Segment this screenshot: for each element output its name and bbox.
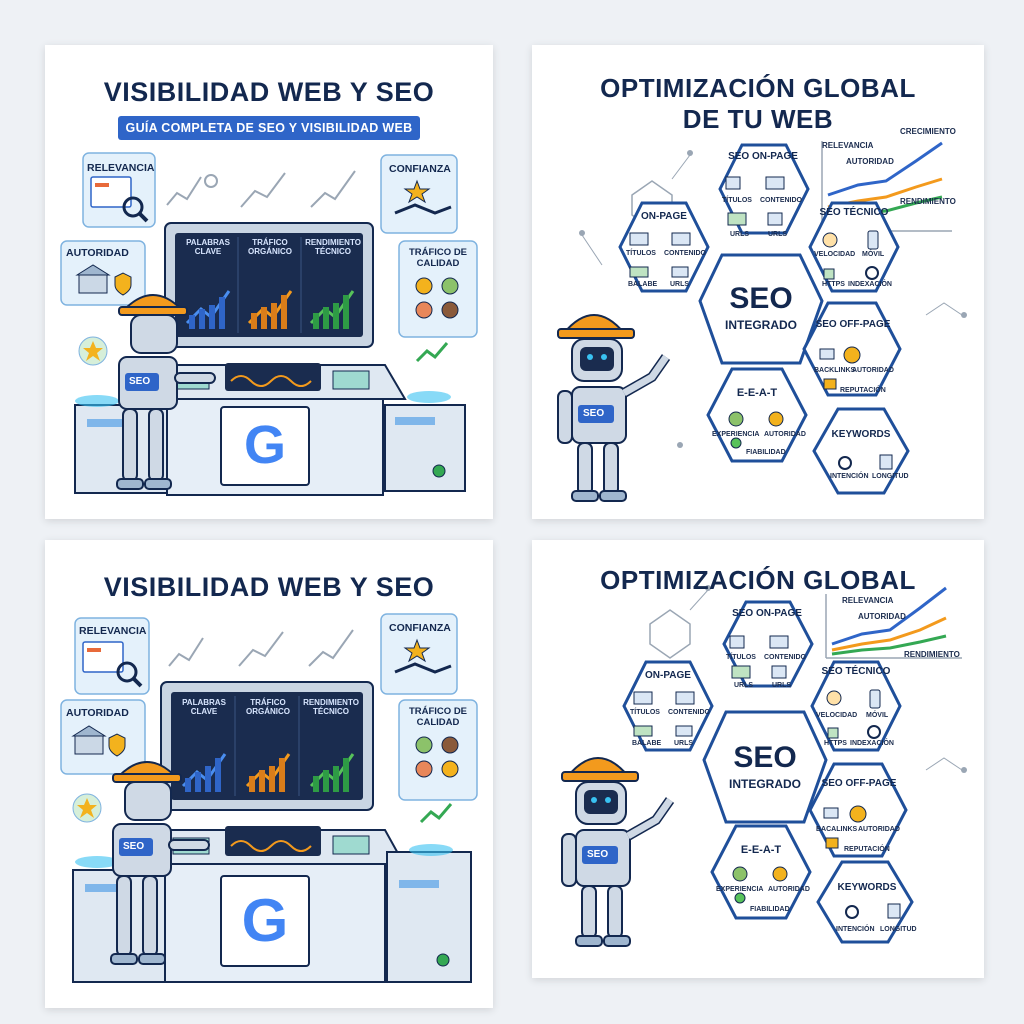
google-logo-icon: G xyxy=(241,887,289,954)
hex-keywords-title: KEYWORDS xyxy=(831,429,891,440)
chart-label-relevancia: RELEVANCIA xyxy=(842,596,894,605)
hex-center-title: SEO xyxy=(733,741,797,774)
hex-seo-onpage-title: SEO ON-PAGE xyxy=(732,608,802,619)
google-logo-icon: G xyxy=(243,415,286,475)
hex-seo-offpage-item-3: REPUTACIÓN xyxy=(844,846,890,853)
hex-seo-offpage-item-3: REPUTACIÓN xyxy=(840,387,886,394)
hex-onpage-item-3: BALABE xyxy=(628,281,658,288)
hex-seo-tecnico-item-1: VELOCIDAD xyxy=(814,251,856,258)
hex-eeat-title: E-E-A-T xyxy=(740,844,782,856)
hex-eeat-item-3: FIABILIDAD xyxy=(750,906,790,913)
chart-label-relevancia: RELEVANCIA xyxy=(822,141,874,150)
hex-eeat-item-1: EXPERIENCIA xyxy=(716,886,764,893)
panel-optimizacion-1: OPTIMIZACIÓN GLOBAL DE TU WEB CRECIMIENT… xyxy=(532,45,984,519)
label-relevancia: RELEVANCIA xyxy=(87,162,155,174)
hex-seo-onpage-item-2: CONTENIDO xyxy=(760,197,802,204)
hex-seo-onpage-item-3: URLS xyxy=(734,682,754,689)
hex-seo-tecnico-item-4: INDEXACIÓN xyxy=(850,740,894,747)
hex-keywords-title: KEYWORDS xyxy=(837,882,897,893)
hex-seo-onpage-item-1: TÍTULOS xyxy=(726,654,756,661)
robot-seo-badge: SEO xyxy=(123,841,145,852)
hex-keywords-item-2: LONGITUD xyxy=(872,473,909,480)
hex-onpage-item-2: CONTENIDO xyxy=(668,709,710,716)
illustration-hex-map xyxy=(557,141,967,502)
hex-onpage-title: ON-PAGE xyxy=(641,211,687,222)
hex-seo-onpage-item-2: CONTENIDO xyxy=(764,654,806,661)
hex-seo-offpage-item-1: BACALINKS xyxy=(816,826,858,833)
hex-onpage-title: ON-PAGE xyxy=(645,670,691,681)
hex-onpage-item-1: TÍTULOS xyxy=(626,250,656,257)
hex-center-subtitle: INTEGRADO xyxy=(729,777,801,791)
hex-eeat-item-2: AUTORIDAD xyxy=(764,431,806,438)
hex-eeat-item-3: FIABILIDAD xyxy=(746,449,786,456)
hex-keywords-item-1: INTENCIÓN xyxy=(830,473,869,480)
subtitle-banner: GUÍA COMPLETA DE SEO Y VISIBILIDAD WEB xyxy=(118,116,420,140)
screen-label-organic: TRÁFICO ORGÁNICO xyxy=(246,698,290,716)
screen-label-keywords: PALABRAS CLAVE xyxy=(182,698,226,716)
chart-label-autoridad: AUTORIDAD xyxy=(858,612,906,621)
hex-seo-onpage-item-1: TÍTULOS xyxy=(722,197,752,204)
label-relevancia: RELEVANCIA xyxy=(79,625,147,637)
illustration-hex-map xyxy=(561,585,967,947)
illustration-control-room xyxy=(60,152,478,496)
hex-seo-onpage-item-4: URLS xyxy=(768,231,788,238)
label-trafico: TRÁFICO DE CALIDAD xyxy=(408,706,468,728)
screen-label-keywords: PALABRAS CLAVE xyxy=(186,238,230,256)
hex-keywords-item-2: LONGITUD xyxy=(880,926,917,933)
hex-eeat-item-2: AUTORIDAD xyxy=(768,886,810,893)
screen-label-technical: RENDIMIENTO TÉCNICO xyxy=(303,698,359,716)
illustration-control-room xyxy=(60,613,478,983)
hex-seo-offpage-title: SEO OFF-PAGE xyxy=(815,319,891,330)
robot-seo-badge: SEO xyxy=(129,376,151,387)
hex-onpage-item-3: BALABE xyxy=(632,740,662,747)
hex-seo-tecnico-item-2: MÓVIL xyxy=(866,712,889,719)
hex-seo-offpage-item-2: AUTORIDAD xyxy=(852,367,894,374)
page-title: OPTIMIZACIÓN GLOBAL DE TU WEB xyxy=(532,73,984,135)
hex-seo-offpage-title: SEO OFF-PAGE xyxy=(821,778,897,789)
chart-label-rendimiento: RENDIMIENTO xyxy=(900,197,956,206)
hex-center-title: SEO xyxy=(729,282,793,315)
hex-center-subtitle: INTEGRADO xyxy=(725,318,797,332)
chart-label-autoridad: AUTORIDAD xyxy=(846,157,894,166)
robot-seo-badge: SEO xyxy=(583,408,605,419)
page-title: OPTIMIZACIÓN GLOBAL xyxy=(600,565,916,595)
screen-label-organic: TRÁFICO ORGÁNICO xyxy=(248,238,292,256)
hex-onpage-item-4: URLS xyxy=(670,281,690,288)
title-line-1: OPTIMIZACIÓN GLOBAL xyxy=(600,73,916,103)
panel-visibilidad-1: VISIBILIDAD WEB Y SEO GUÍA COMPLETA DE S… xyxy=(45,45,493,519)
hex-seo-offpage-item-1: BACKLINKS xyxy=(814,367,856,374)
robot-seo-badge: SEO xyxy=(587,849,609,860)
hex-onpage-item-2: CONTENIDO xyxy=(664,250,706,257)
title-line-2: DE TU WEB xyxy=(682,104,834,134)
hex-onpage-item-4: URLS xyxy=(674,740,694,747)
hex-seo-tecnico-item-2: MÓVIL xyxy=(862,251,885,258)
hex-onpage-item-1: TÍTULOS xyxy=(630,709,660,716)
hex-seo-tecnico-item-3: HTTPS xyxy=(824,740,847,747)
label-autoridad: AUTORIDAD xyxy=(66,247,129,259)
label-confianza: CONFIANZA xyxy=(389,622,451,634)
hex-keywords-item-1: INTENCIÓN xyxy=(836,926,875,933)
hex-seo-onpage-item-4: URLS xyxy=(772,682,792,689)
hex-eeat-title: E-E-A-T xyxy=(736,387,778,399)
panel-optimizacion-2: OPTIMIZACIÓN GLOBAL RELEVANCIA AUTORIDAD… xyxy=(532,540,984,978)
hex-seo-onpage-title: SEO ON-PAGE xyxy=(728,151,798,162)
hex-seo-onpage-item-3: URLS xyxy=(730,231,750,238)
page-title: VISIBILIDAD WEB Y SEO xyxy=(103,572,435,602)
label-confianza: CONFIANZA xyxy=(389,163,451,175)
page-title: VISIBILIDAD WEB Y SEO xyxy=(103,77,435,107)
hex-seo-offpage-item-2: AUTORIDAD xyxy=(858,826,900,833)
hex-seo-tecnico-item-4: INDEXACIÓN xyxy=(848,281,892,288)
hex-seo-tecnico-title: SEO TÉCNICO xyxy=(821,666,891,677)
label-autoridad: AUTORIDAD xyxy=(66,707,129,719)
chart-label-rendimiento: RENDIMIENTO xyxy=(904,650,960,659)
panel-visibilidad-2: VISIBILIDAD WEB Y SEO RELEVANCIA CONFIAN… xyxy=(45,540,493,1008)
label-trafico: TRÁFICO DE CALIDAD xyxy=(408,247,468,269)
hex-seo-tecnico-title: SEO TÉCNICO xyxy=(819,207,889,218)
screen-label-technical: RENDIMIENTO TÉCNICO xyxy=(305,238,361,256)
chart-label-crecimiento: CRECIMIENTO xyxy=(900,127,956,136)
hex-eeat-item-1: EXPERIENCIA xyxy=(712,431,760,438)
hex-seo-tecnico-item-1: VELOCIDAD xyxy=(816,712,858,719)
hex-seo-tecnico-item-3: HTTPS xyxy=(822,281,845,288)
